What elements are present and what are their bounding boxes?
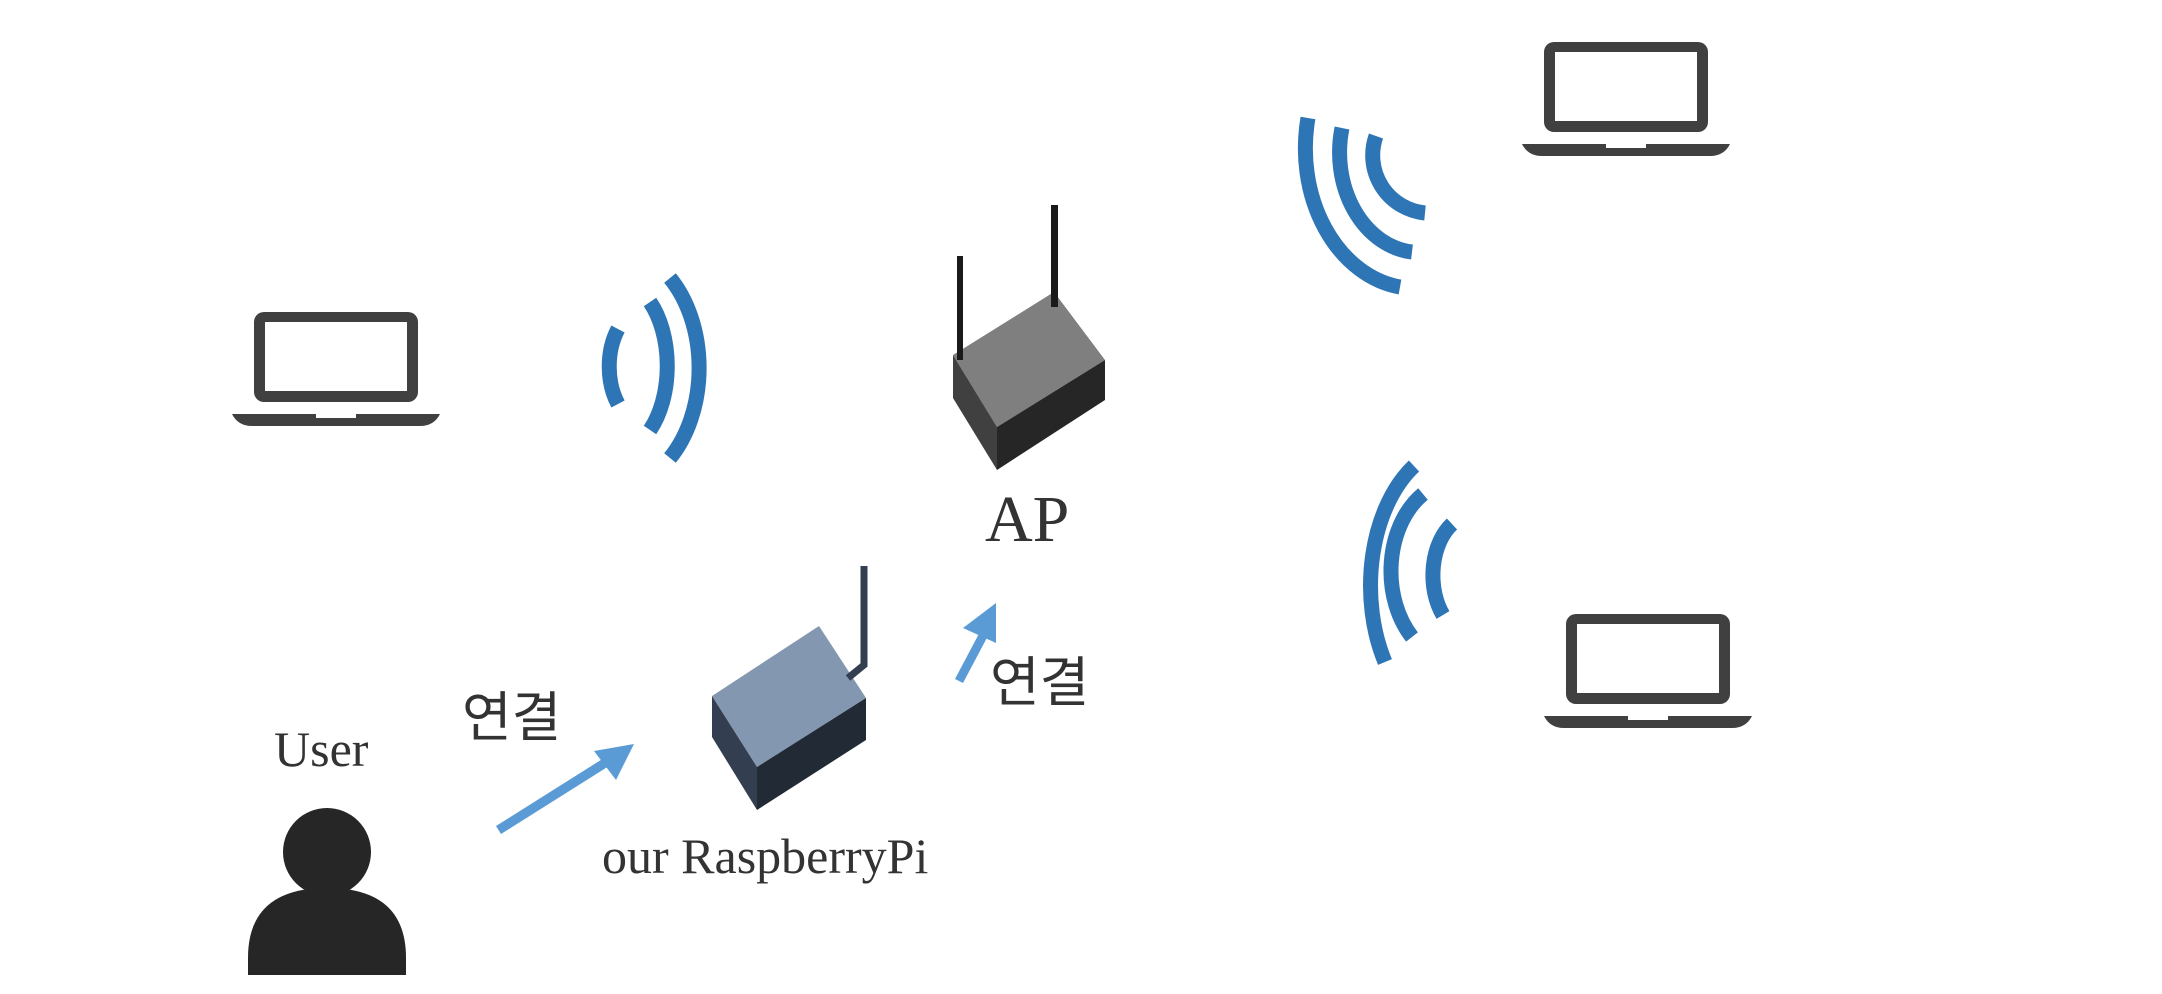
- router-icon-raspberry-pi: [712, 566, 868, 810]
- laptop-icon-bottom-right: [1544, 614, 1752, 728]
- laptop-icon-left: [232, 312, 440, 426]
- router-icon-ap: [953, 205, 1105, 470]
- user-label: User: [274, 721, 369, 777]
- ap-label: AP: [985, 483, 1070, 556]
- raspberry-pi-label: our RaspberryPi: [602, 828, 929, 884]
- user-icon: [248, 808, 406, 975]
- wifi-signal-icon-top-right: [1297, 116, 1427, 295]
- arrow-icon-user-to-pi: [496, 744, 634, 834]
- wifi-signal-icon-left: [601, 273, 707, 463]
- arrow-icon-pi-to-ap: [955, 603, 996, 683]
- connect-label-user-to-pi: 연결: [462, 686, 562, 749]
- wifi-signal-icon-bottom-right: [1363, 460, 1458, 665]
- laptop-icon-top-right: [1522, 42, 1730, 156]
- connect-label-pi-to-ap: 연결: [990, 651, 1090, 714]
